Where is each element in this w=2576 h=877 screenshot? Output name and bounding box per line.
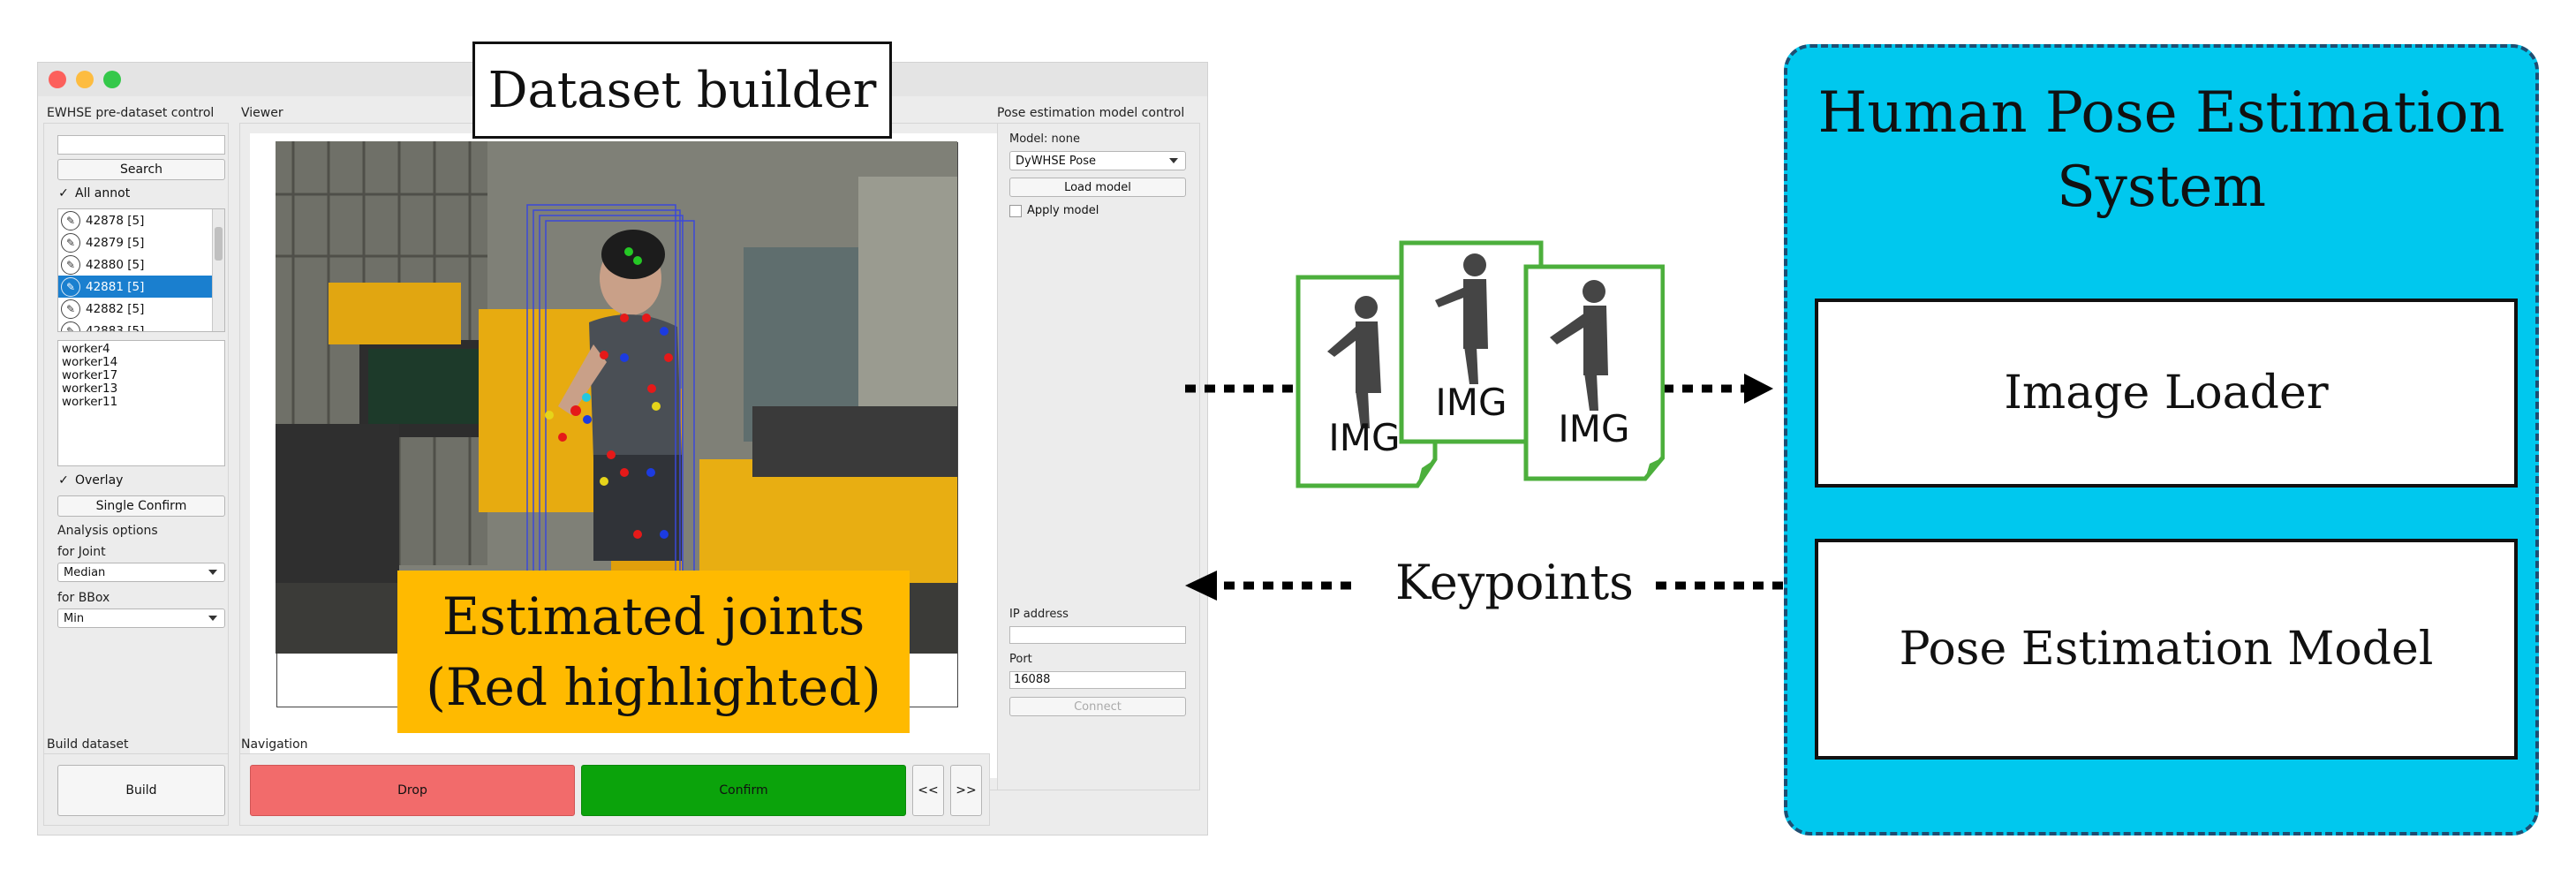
- check-icon: ✓: [58, 186, 69, 200]
- single-confirm-button[interactable]: Single Confirm: [57, 495, 225, 517]
- annotation-list-item-label: 42883 [5]: [86, 323, 145, 332]
- dataset-builder-label: Dataset builder: [472, 42, 892, 139]
- checkbox-box: [1009, 204, 1022, 217]
- img-label-3: IMG: [1558, 407, 1629, 450]
- annotation-list-item[interactable]: ✎42883 [5]: [58, 320, 224, 332]
- pencil-icon: ✎: [61, 299, 80, 319]
- image-card-3: IMG: [1523, 264, 1665, 481]
- apply-model-checkbox[interactable]: Apply model: [1009, 204, 1099, 217]
- annotation-list-item-label: 42879 [5]: [86, 235, 145, 250]
- image-card-2: IMG: [1399, 240, 1544, 444]
- pencil-icon: ✎: [61, 232, 80, 253]
- worker-list-item[interactable]: worker14: [62, 355, 118, 369]
- estimated-joints-line2: (Red highlighted): [426, 657, 881, 717]
- person-icon: [1435, 253, 1488, 384]
- model-status: Model: none: [1009, 132, 1080, 146]
- img-label-2: IMG: [1435, 381, 1507, 424]
- ip-address-label: IP address: [1009, 608, 1069, 621]
- ip-address-input[interactable]: [1009, 626, 1186, 644]
- confirm-button[interactable]: Confirm: [581, 765, 906, 816]
- check-icon: ✓: [58, 473, 69, 488]
- annotation-list-item-label: 42878 [5]: [86, 213, 145, 228]
- model-select-value: DyWHSE Pose: [1016, 154, 1097, 168]
- img-label-1: IMG: [1328, 416, 1400, 459]
- apply-model-label: Apply model: [1027, 204, 1099, 217]
- arrowhead-left-icon: [1185, 571, 1217, 601]
- bbox-analysis-value: Min: [64, 611, 85, 625]
- for-joint-label: for Joint: [57, 545, 106, 559]
- load-model-button[interactable]: Load model: [1009, 178, 1186, 197]
- pre-dataset-control-title: EWHSE pre-dataset control: [47, 106, 215, 120]
- worker-list-item[interactable]: worker17: [62, 368, 118, 382]
- drop-button[interactable]: Drop: [250, 765, 575, 816]
- search-button[interactable]: Search: [57, 159, 225, 180]
- system-title: Human Pose Estimation System: [1802, 76, 2521, 224]
- annotation-list-item[interactable]: ✎ 42882 [5]: [58, 298, 224, 320]
- analysis-options-label: Analysis options: [57, 524, 158, 538]
- joint-analysis-select[interactable]: Median: [57, 563, 225, 582]
- model-select[interactable]: DyWHSE Pose: [1009, 151, 1186, 170]
- annotation-list-item[interactable]: ✎ 42879 [5]: [58, 231, 224, 253]
- worker-list-item[interactable]: worker13: [62, 382, 118, 396]
- close-window-button[interactable]: [49, 71, 66, 88]
- person-icon: [1327, 296, 1381, 428]
- build-dataset-title: Build dataset: [47, 737, 129, 752]
- chevron-down-icon: [208, 616, 217, 621]
- connect-button[interactable]: Connect: [1009, 697, 1186, 716]
- chevron-down-icon: [208, 570, 217, 575]
- next-button[interactable]: >>: [950, 765, 982, 816]
- arrowhead-right-icon: [1744, 374, 1773, 404]
- overlay-checkbox[interactable]: ✓ Overlay: [57, 473, 123, 488]
- annotation-list-item[interactable]: ✎ 42878 [5]: [58, 209, 224, 231]
- annotation-list-item-label: 42882 [5]: [86, 301, 145, 316]
- chevron-down-icon: [1169, 158, 1178, 163]
- bbox-analysis-select[interactable]: Min: [57, 609, 225, 628]
- maximize-window-button[interactable]: [103, 71, 121, 88]
- annotation-list[interactable]: ✎ 42878 [5] ✎ 42879 [5] ✎ 42880 [5] ✎ 42881 [5]…: [57, 208, 225, 332]
- keypoints-label: Keypoints: [1395, 555, 1634, 610]
- build-button[interactable]: Build: [57, 765, 225, 816]
- all-annot-checkbox[interactable]: ✓ All annot: [57, 186, 130, 200]
- pencil-icon: ✎: [61, 210, 80, 231]
- minimize-window-button[interactable]: [76, 71, 94, 88]
- overlay-label: Overlay: [75, 473, 124, 488]
- worker-list-item[interactable]: worker11: [62, 395, 118, 409]
- navigation-title: Navigation: [241, 737, 308, 752]
- annotation-list-item-label: 42881 [5]: [86, 279, 145, 294]
- estimated-joints-line1: Estimated joints: [442, 586, 865, 646]
- person-icon: [1550, 280, 1608, 411]
- joint-analysis-value: Median: [64, 565, 106, 579]
- for-bbox-label: for BBox: [57, 591, 110, 605]
- estimated-joints-label: Estimated joints (Red highlighted): [397, 571, 910, 733]
- all-annot-label: All annot: [75, 186, 131, 200]
- annotation-list-item-label: 42880 [5]: [86, 257, 145, 272]
- pencil-icon: ✎: [61, 254, 80, 275]
- annotation-list-item[interactable]: ✎ 42881 [5]: [58, 276, 224, 298]
- port-input[interactable]: 16088: [1009, 671, 1186, 689]
- system-title-line2: System: [2056, 155, 2267, 220]
- image-cards: IMG IMG IMG: [1296, 240, 1665, 488]
- image-loader-module: Image Loader: [1815, 299, 2518, 488]
- pencil-icon: ✎: [61, 276, 80, 297]
- pose-model-control-title: Pose estimation model control: [997, 106, 1185, 120]
- system-title-line1: Human Pose Estimation: [1817, 80, 2505, 146]
- previous-button[interactable]: <<: [912, 765, 944, 816]
- scrollbar-thumb[interactable]: [215, 227, 223, 261]
- pose-estimation-model-module: Pose Estimation Model: [1815, 539, 2518, 760]
- worker-list-item[interactable]: worker4: [62, 342, 110, 356]
- port-label: Port: [1009, 653, 1032, 666]
- list-scrollbar[interactable]: [212, 209, 224, 331]
- search-input[interactable]: [57, 135, 225, 155]
- viewer-title: Viewer: [241, 106, 283, 120]
- annotation-list-item[interactable]: ✎ 42880 [5]: [58, 253, 224, 276]
